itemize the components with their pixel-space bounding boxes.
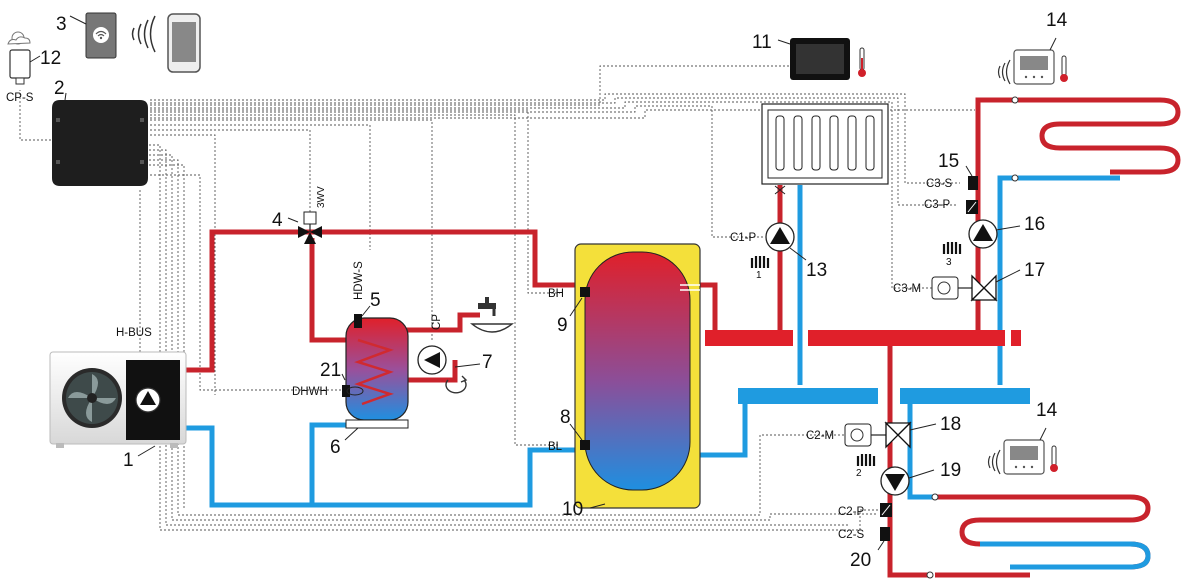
label-7: 7 xyxy=(482,352,493,373)
dhw-electric-heater: DHWH 21 xyxy=(292,360,364,398)
wifi-module-icon xyxy=(93,27,109,43)
circuit-1-pump: C1-P 1 13 xyxy=(730,222,827,281)
radiator-icon xyxy=(750,256,770,268)
buffer-top-sensor: BH 9 xyxy=(548,287,590,336)
three-way-valve: 3WV 4 xyxy=(272,186,327,244)
label-2: 2 xyxy=(54,78,65,99)
circuit-2-pump: 2 19 xyxy=(856,454,961,496)
label-c3-p: C3-P xyxy=(924,199,951,211)
heat-pump-internal-pump xyxy=(135,387,161,413)
label-cp: CP xyxy=(431,314,443,330)
label-13: 13 xyxy=(806,260,827,281)
label-4: 4 xyxy=(272,210,283,231)
label-c2-m: C2-M xyxy=(806,430,834,442)
label-14-bottom: 14 xyxy=(1036,400,1058,421)
wifi-module: 3 xyxy=(56,12,117,59)
hot-manifold xyxy=(705,330,1021,346)
room-thermostat-3: 14 xyxy=(997,10,1068,85)
label-circuit-1: 1 xyxy=(756,270,762,281)
label-3wv: 3WV xyxy=(316,186,327,208)
label-9: 9 xyxy=(557,315,568,336)
label-c1-p: C1-P xyxy=(730,232,757,244)
floor-loop-2 xyxy=(926,493,1151,579)
circuit-3-sensor: C3-S 15 xyxy=(926,151,978,190)
buffer-tank: 10 xyxy=(562,243,701,520)
room-thermostat-2: 14 xyxy=(987,400,1058,475)
wireless-signal-icon xyxy=(131,15,156,53)
label-20: 20 xyxy=(850,550,871,571)
label-19: 19 xyxy=(940,460,961,481)
tap-icon xyxy=(470,297,514,333)
circuit-2-sensor: C2-S 20 xyxy=(838,527,890,571)
circuit-2-mixing-valve: C2-M 18 xyxy=(806,414,961,449)
label-17: 17 xyxy=(1024,260,1045,281)
label-15: 15 xyxy=(938,151,959,172)
label-1: 1 xyxy=(123,450,134,471)
radiator-icon-3 xyxy=(942,242,962,254)
label-hbus: H-BUS xyxy=(116,327,152,339)
label-c2-s: C2-S xyxy=(838,529,865,541)
thermometer-icon-3 xyxy=(1060,55,1068,82)
label-bl: BL xyxy=(548,441,563,453)
dhw-temperature-sensor: HDW-S 5 xyxy=(353,261,381,328)
wireless-signal-icon-2 xyxy=(987,449,1001,475)
circuit-3-thermostat: C3-P xyxy=(924,199,978,214)
heat-pump-unit: H-BUS 1 xyxy=(49,327,187,471)
label-circuit-3: 3 xyxy=(946,257,952,268)
thermometer-icon xyxy=(858,47,866,77)
label-16: 16 xyxy=(1024,214,1045,235)
label-bh: BH xyxy=(548,288,564,300)
room-thermostat-icon xyxy=(1013,49,1055,85)
label-8: 8 xyxy=(560,407,571,428)
circuit-3-pump: 3 16 xyxy=(942,214,1045,268)
label-c2-p: C2-P xyxy=(838,506,865,518)
label-6: 6 xyxy=(330,437,341,458)
outdoor-sensor: 12 CP-S xyxy=(6,31,61,104)
dhw-tank: 6 xyxy=(330,317,409,458)
label-hdw-s: HDW-S xyxy=(353,261,365,300)
label-10: 10 xyxy=(562,499,583,520)
label-dhwh: DHWH xyxy=(292,386,328,398)
main-controller: 2 xyxy=(52,78,148,186)
label-11: 11 xyxy=(752,32,772,53)
fan-icon xyxy=(62,368,122,428)
radiator xyxy=(761,103,889,195)
weather-icon xyxy=(7,31,31,45)
cold-manifold xyxy=(738,388,1030,404)
wireless-signal-icon-3 xyxy=(997,59,1011,85)
smartphone-icon xyxy=(167,13,201,73)
label-5: 5 xyxy=(370,290,381,311)
label-3: 3 xyxy=(56,14,67,35)
hydraulic-pipes xyxy=(186,97,1015,578)
label-12: 12 xyxy=(40,48,61,69)
label-14-top: 14 xyxy=(1046,10,1068,31)
label-circuit-2: 2 xyxy=(856,468,862,479)
dhw-circulation-pump: CP 7 xyxy=(417,314,493,394)
room-thermostat-icon-2 xyxy=(1003,439,1045,475)
circuit-3-mixing-valve: C3-M 17 xyxy=(893,260,1045,302)
buffer-bottom-sensor: BL 8 xyxy=(548,407,590,453)
label-18: 18 xyxy=(940,414,961,435)
radiator-icon-2 xyxy=(856,454,876,466)
floor-loop-3 xyxy=(1011,96,1181,182)
label-c3-m: C3-M xyxy=(893,283,921,295)
label-cp-s: CP-S xyxy=(6,92,34,104)
label-21: 21 xyxy=(320,360,341,381)
recirculation-icon xyxy=(445,375,468,394)
label-c3-s: C3-S xyxy=(926,178,953,190)
circuit-2-thermostat: C2-P xyxy=(838,503,892,518)
room-panel: 11 xyxy=(752,32,866,80)
thermometer-icon-2 xyxy=(1050,445,1058,472)
